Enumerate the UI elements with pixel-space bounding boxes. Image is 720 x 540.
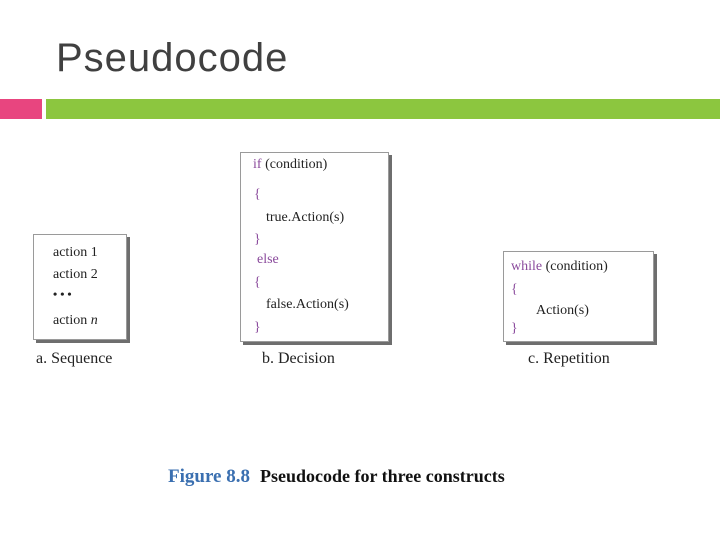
decision-close-brace-2: } (254, 320, 261, 335)
figure-text: Pseudocode for three constructs (259, 466, 505, 486)
repetition-condition: (condition) (545, 259, 608, 274)
sequence-line-1: action 1 (53, 245, 98, 260)
sequence-caption: a. Sequence (36, 350, 113, 367)
decision-if-line: if (condition) (253, 157, 327, 173)
decision-open-brace-1: { (254, 187, 261, 202)
repetition-while-line: while (condition) (511, 259, 608, 275)
repetition-open-brace: { (511, 282, 518, 297)
decision-false-action: false.Action(s) (266, 297, 349, 312)
repetition-close-brace: } (511, 321, 518, 336)
repetition-caption: c. Repetition (528, 350, 610, 367)
decision-box: if (condition) { true.Action(s) } else {… (240, 152, 389, 342)
slide-title: Pseudocode (56, 36, 289, 80)
decision-true-action: true.Action(s) (266, 210, 345, 225)
decision-open-brace-2: { (254, 275, 261, 290)
else-keyword: else (257, 252, 279, 267)
sequence-line-2: action 2 (53, 267, 98, 282)
decision-condition: (condition) (265, 157, 328, 172)
repetition-box: while (condition) { Action(s) } (503, 251, 654, 342)
sequence-box: action 1 action 2 • • • action n (33, 234, 127, 340)
accent-bar-pink (0, 99, 42, 119)
decision-caption: b. Decision (262, 350, 335, 367)
decision-close-brace-1: } (254, 232, 261, 247)
repetition-action: Action(s) (536, 303, 589, 318)
while-keyword: while (511, 259, 543, 274)
figure-number: Figure 8.8 (168, 466, 250, 487)
accent-bar-green (46, 99, 720, 119)
if-keyword: if (253, 157, 262, 172)
sequence-line-n-text: action n (53, 313, 98, 328)
sequence-ellipsis: • • • (53, 287, 72, 301)
figure-caption: Figure 8.8 Pseudocode for three construct… (168, 466, 505, 488)
sequence-line-n: action n (53, 313, 98, 329)
